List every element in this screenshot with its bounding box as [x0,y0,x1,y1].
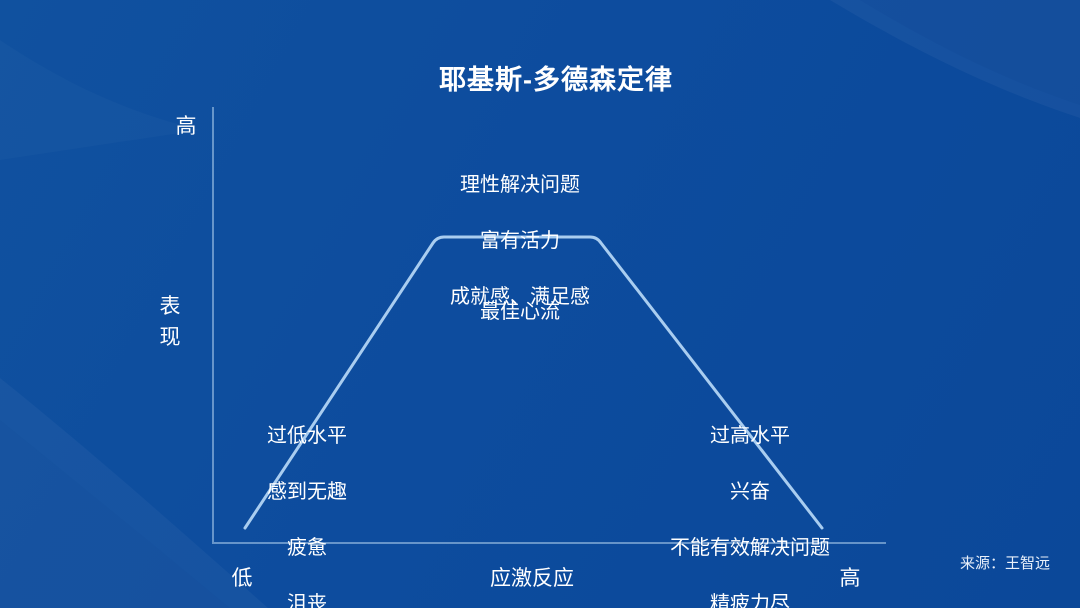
annotation-line: 成就感、满足感 [450,286,590,308]
annotation-line: 精疲力尽 [710,593,790,608]
annotation-line: 理性解决问题 [460,174,580,196]
y-axis-label-performance: 表现 [159,295,181,349]
annotation-line: 沮丧 [287,593,327,608]
annotation-line: 富有活力 [480,230,560,252]
annotation-low-arousal-block: 过低水平 感到无趣 疲惫 沮丧 不满足 [207,394,407,608]
x-axis-high-tick: 高 [839,567,861,590]
chart-title: 耶基斯-多德森定律 [439,65,673,95]
annotation-peak-block: 理性解决问题 富有活力 成就感、满足感 [360,143,680,339]
x-axis-low-tick: 低 [231,567,253,590]
annotation-line: 过高水平 [710,425,790,447]
annotation-line: 不能有效解决问题 [670,537,830,559]
annotation-line: 兴奋 [730,481,770,503]
source-credit: 来源：王智远 [959,555,1050,572]
annotation-high-arousal-block: 过高水平 兴奋 不能有效解决问题 精疲力尽 挫败感 [600,394,900,608]
annotation-line: 感到无趣 [267,481,347,503]
performance-curve [243,235,824,530]
annotation-line: 过低水平 [267,425,347,447]
annotation-line: 疲惫 [287,537,327,559]
x-axis-label-stress-response: 应激反应 [490,567,574,590]
y-axis-high-tick: 高 [175,115,197,138]
annotation-optimal-flow: 最佳心流 [480,301,560,323]
axis-lines [212,107,886,544]
